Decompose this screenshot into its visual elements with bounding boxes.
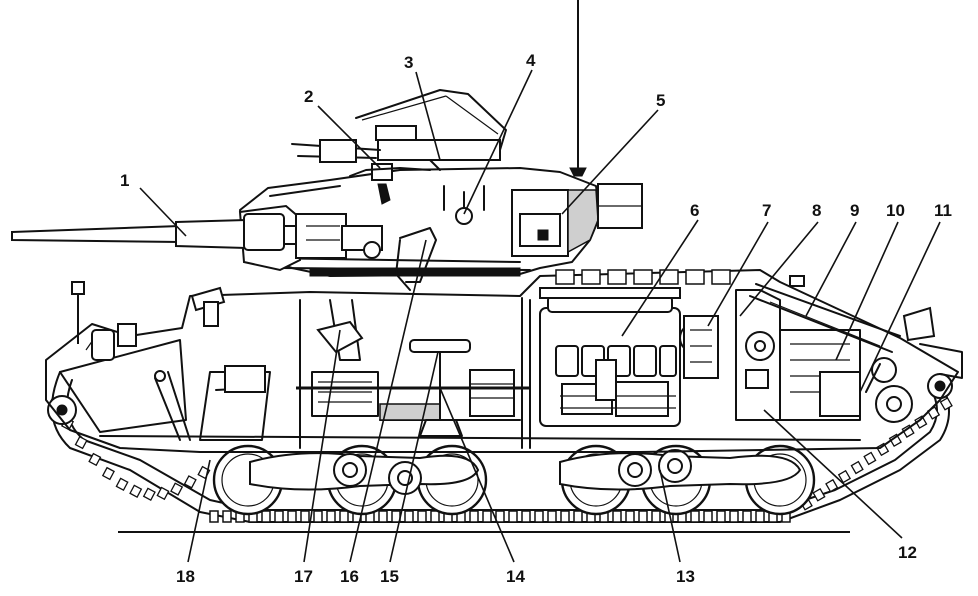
- track-link: [901, 424, 915, 438]
- suspension-bogies: [249, 449, 802, 495]
- track-link: [716, 510, 726, 523]
- callout-leaders: [139, 69, 941, 563]
- track-link: [825, 478, 839, 493]
- callout-labels: 1 2 3 4 5 6 7 8 9 10 11 12 13 14 15 16 1…: [120, 51, 952, 586]
- track-links: [47, 397, 953, 523]
- track-link: [482, 510, 492, 523]
- track-link: [417, 510, 427, 523]
- track-link: [115, 477, 129, 492]
- track-link: [183, 475, 197, 489]
- track-link: [209, 510, 219, 523]
- callout-3: 3: [404, 53, 413, 72]
- track-link: [742, 510, 752, 523]
- callout-18: 18: [176, 567, 195, 586]
- track-link: [863, 451, 877, 466]
- track-link: [142, 487, 156, 501]
- callout-13: 13: [676, 567, 695, 586]
- track-link: [156, 486, 170, 501]
- track-link: [690, 510, 700, 523]
- track-link: [888, 433, 902, 448]
- track-link: [812, 488, 826, 502]
- engine: [539, 269, 731, 427]
- track-link: [573, 510, 583, 523]
- turret: [238, 89, 643, 291]
- track-link: [729, 510, 739, 523]
- main-gun: [11, 213, 285, 251]
- callout-12: 12: [898, 543, 917, 562]
- callout-15: 15: [380, 567, 399, 586]
- track-link: [755, 510, 765, 523]
- track-link: [274, 510, 284, 523]
- track-link: [625, 510, 635, 523]
- track-link: [534, 510, 544, 523]
- track-link: [508, 510, 518, 523]
- track-link: [547, 510, 557, 523]
- track-link: [560, 510, 570, 523]
- hull: [45, 269, 959, 453]
- callout-5: 5: [656, 91, 665, 110]
- track-link: [651, 510, 661, 523]
- callout-9: 9: [850, 201, 859, 220]
- track-link: [261, 510, 271, 523]
- callout-7: 7: [762, 201, 771, 220]
- track-link: [469, 510, 479, 523]
- callout-1: 1: [120, 171, 129, 190]
- transmission: [735, 275, 963, 423]
- antenna-base: [569, 167, 587, 177]
- track-link: [850, 460, 864, 475]
- track-link: [378, 510, 388, 523]
- callout-14: 14: [506, 567, 525, 586]
- track-link: [74, 435, 88, 450]
- track-link: [222, 510, 232, 523]
- track-link: [404, 510, 414, 523]
- track-link: [703, 510, 713, 523]
- track-link: [495, 510, 505, 523]
- track-link: [430, 510, 440, 523]
- track-link: [638, 510, 648, 523]
- track-link: [313, 510, 323, 523]
- track-link: [876, 442, 890, 457]
- track-link: [300, 510, 310, 523]
- track-link: [88, 452, 102, 467]
- track-link: [914, 415, 928, 429]
- track-link: [326, 510, 336, 523]
- callout-16: 16: [340, 567, 359, 586]
- callout-6: 6: [690, 201, 699, 220]
- callout-4: 4: [526, 51, 536, 70]
- track-link: [612, 510, 622, 523]
- track-link: [170, 482, 184, 496]
- track-link: [939, 397, 953, 411]
- callout-10: 10: [886, 201, 905, 220]
- callout-11: 11: [934, 201, 952, 220]
- track-link: [339, 510, 349, 523]
- track-link: [101, 466, 115, 481]
- callout-17: 17: [294, 567, 313, 586]
- callout-8: 8: [812, 201, 821, 220]
- track-link: [129, 484, 143, 498]
- track-link: [287, 510, 297, 523]
- callout-2: 2: [304, 87, 313, 106]
- track-link: [837, 469, 852, 484]
- track-link: [521, 510, 531, 523]
